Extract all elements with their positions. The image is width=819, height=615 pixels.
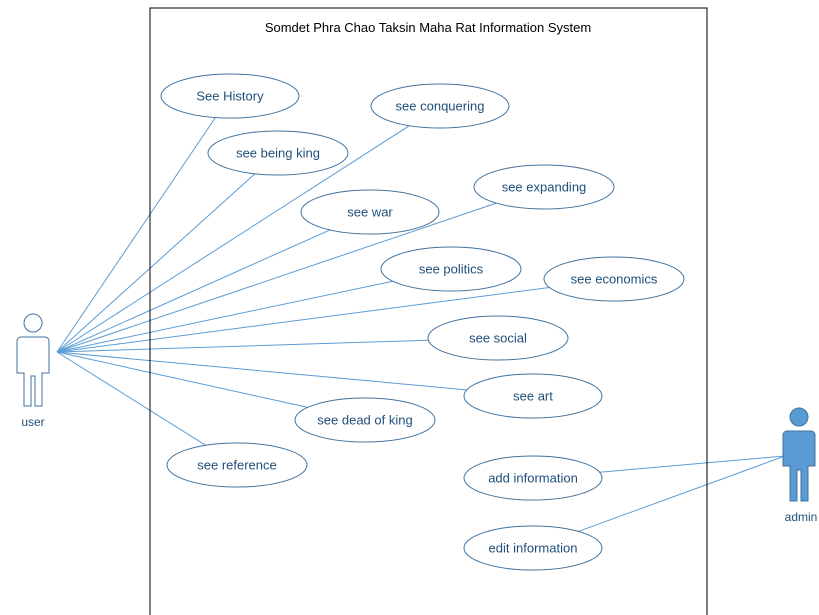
use-case-ellipse: [380, 246, 522, 292]
association-see-reference: [56, 351, 206, 446]
use-case-label: edit information: [489, 540, 578, 555]
use-case-see-social[interactable]: see social: [427, 315, 569, 361]
user-actor[interactable]: user: [16, 313, 50, 429]
use-case-ellipse: [427, 315, 569, 361]
use-case-label: see war: [347, 204, 393, 219]
use-case-label: see expanding: [502, 179, 587, 194]
use-case-label: see reference: [197, 457, 277, 472]
use-case-see-economics[interactable]: see economics: [543, 256, 685, 302]
use-case-ellipse: [463, 373, 603, 419]
use-case-see-history[interactable]: See History: [160, 73, 300, 119]
use-cases: See History see conquering see being king s…: [160, 73, 685, 571]
association-see-history: [56, 117, 216, 353]
association-see-expanding: [56, 202, 497, 353]
use-case-ellipse: [294, 397, 436, 443]
admin-actor-label: admin: [785, 510, 818, 524]
use-case-ellipse: [473, 164, 615, 210]
use-case-see-art[interactable]: see art: [463, 373, 603, 419]
use-case-ellipse: [160, 73, 300, 119]
association-see-conquering: [56, 125, 410, 353]
association-edit-information: [578, 455, 786, 532]
use-case-label: see dead of king: [317, 412, 412, 427]
use-case-ellipse: [207, 130, 349, 176]
use-case-label: see economics: [571, 271, 658, 286]
use-case-edit-information[interactable]: edit information: [463, 525, 603, 571]
associations: [56, 117, 786, 532]
use-case-ellipse: [370, 83, 510, 129]
system-title: Somdet Phra Chao Taksin Maha Rat Informa…: [265, 20, 591, 35]
user-actor-label: user: [21, 415, 44, 429]
association-add-information: [599, 455, 786, 473]
use-case-see-being-king[interactable]: see being king: [207, 130, 349, 176]
admin-actor-icon: [782, 407, 816, 502]
use-case-label: add information: [488, 470, 578, 485]
association-see-being-king: [56, 173, 256, 353]
use-case-ellipse: [166, 442, 308, 488]
use-case-see-war[interactable]: see war: [300, 189, 440, 235]
use-case-ellipse: [463, 455, 603, 501]
use-case-see-expanding[interactable]: see expanding: [473, 164, 615, 210]
use-case-ellipse: [300, 189, 440, 235]
use-case-label: see conquering: [396, 98, 485, 113]
use-case-label: See History: [196, 88, 264, 103]
use-case-label: see social: [469, 330, 527, 345]
use-case-label: see art: [513, 388, 553, 403]
use-case-see-politics[interactable]: see politics: [380, 246, 522, 292]
use-case-see-dead-of-king[interactable]: see dead of king: [294, 397, 436, 443]
use-case-label: see being king: [236, 145, 320, 160]
admin-actor[interactable]: admin: [782, 407, 818, 524]
user-actor-icon: [16, 313, 50, 407]
association-see-dead-of-king: [56, 351, 308, 408]
use-case-see-conquering[interactable]: see conquering: [370, 83, 510, 129]
association-see-war: [56, 229, 331, 353]
association-see-social: [56, 339, 429, 353]
association-see-politics: [56, 280, 393, 353]
use-case-ellipse: [463, 525, 603, 571]
use-case-see-reference[interactable]: see reference: [166, 442, 308, 488]
use-case-label: see politics: [419, 261, 484, 276]
system-boundary: [149, 7, 708, 615]
association-see-economics: [56, 286, 550, 353]
association-see-art: [56, 351, 467, 391]
use-case-ellipse: [543, 256, 685, 302]
use-case-add-information[interactable]: add information: [463, 455, 603, 501]
